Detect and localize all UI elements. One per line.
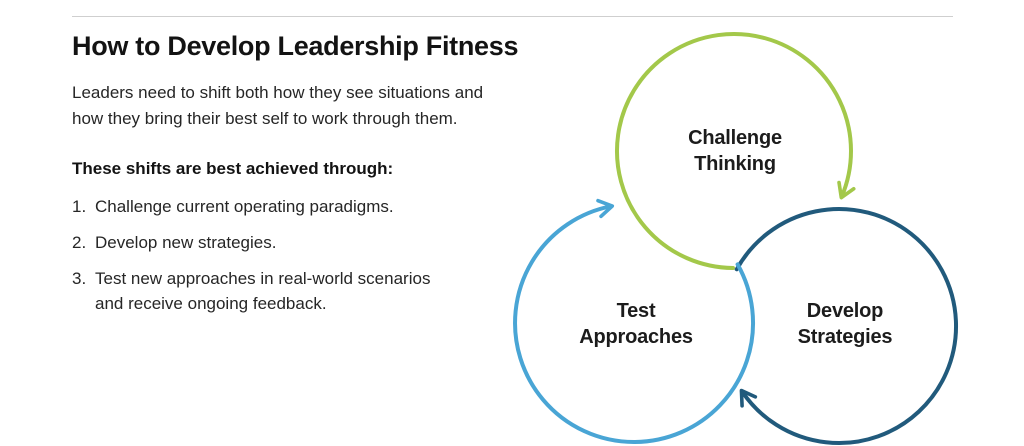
top-divider [72,16,953,17]
list-item-number: 2. [72,233,87,252]
cycle-diagram [500,0,1024,446]
steps-list: 1. Challenge current operating paradigms… [72,194,430,327]
list-item-number: 1. [72,197,87,216]
page-title: How to Develop Leadership Fitness [72,31,519,61]
develop-strategies-circle-arrow [734,207,958,446]
intro-text: Leaders need to shift both how they see … [72,83,484,128]
test-approaches-circle-arrow [513,198,756,444]
list-item: 1. Challenge current operating paradigms… [72,194,430,219]
list-heading: These shifts are best achieved through: [72,159,394,178]
list-item-number: 3. [72,269,87,288]
list-item: 2. Develop new strategies. [72,230,430,255]
cycle-diagram-canvas [513,32,958,446]
list-item-text: Develop new strategies. [95,233,277,252]
challenge-thinking-circle-arrow [615,32,856,270]
list-item-text: Challenge current operating paradigms. [95,197,394,216]
list-item: 3. Test new approaches in real-world sce… [72,266,430,316]
list-item-text: Test new approaches in real-world scenar… [95,269,431,313]
